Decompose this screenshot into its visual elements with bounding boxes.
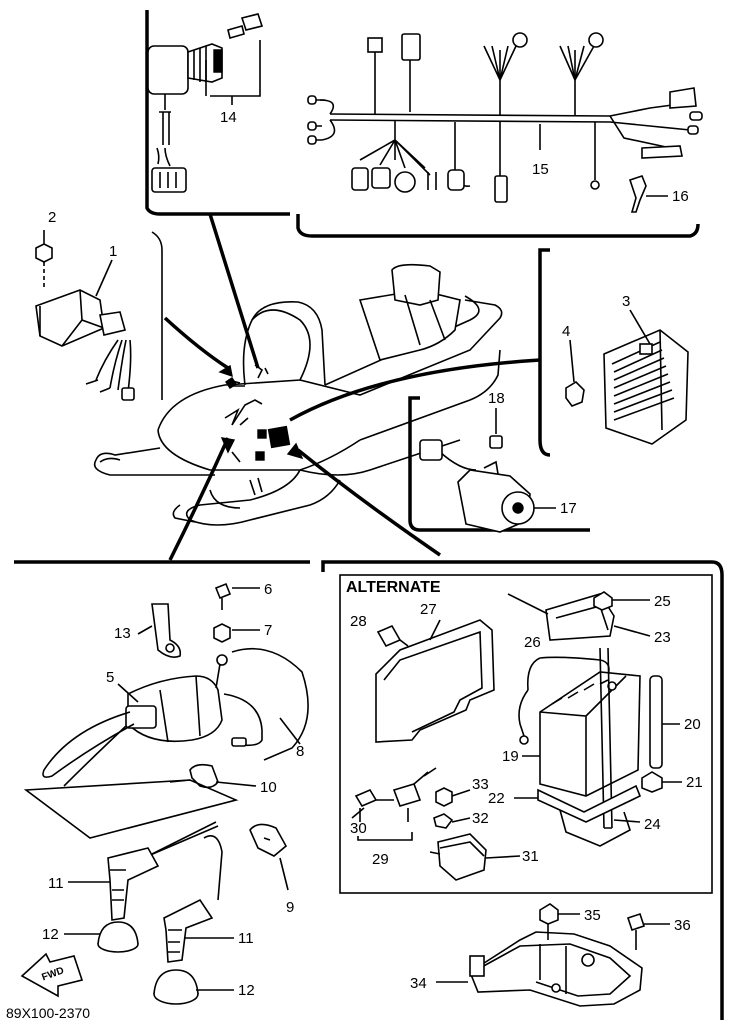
- alternate-title: ALTERNATE: [346, 579, 441, 596]
- callout-15: 15: [532, 161, 549, 178]
- frame-rectifier: [538, 248, 551, 457]
- callout-8: 8: [296, 743, 304, 760]
- nut-part-2: [35, 230, 53, 290]
- bolt-part-6: [214, 582, 260, 610]
- fuse-holder-part-30: [351, 767, 437, 841]
- callout-36: 36: [674, 917, 691, 934]
- starter-part-17: [419, 439, 556, 533]
- breather-pipe-part-20: [649, 675, 680, 769]
- callout-6: 6: [264, 581, 272, 598]
- nut-part-33: [435, 787, 471, 807]
- wire-harness-part-15: [307, 32, 703, 203]
- callout-18: 18: [488, 390, 505, 407]
- frame-alternate-box: [339, 574, 713, 894]
- grommet-part-21: [641, 771, 682, 793]
- callout-labels: 1 2 3 4 5 6 7 8 9 10 11 11 12 12 13 14 1…: [42, 109, 703, 999]
- plug-cap-part-11: [68, 821, 234, 963]
- section-leaders: [163, 213, 541, 561]
- callout-29: 29: [372, 851, 389, 868]
- callout-11a: 11: [48, 875, 64, 892]
- nut-part-7: [213, 623, 260, 643]
- cap-part-18: [489, 408, 503, 449]
- high-tension-cord-part-8: [223, 647, 309, 761]
- clamp-part-9: [249, 823, 289, 891]
- callout-26: 26: [524, 634, 541, 651]
- callout-32: 32: [472, 810, 489, 827]
- callout-33: 33: [472, 776, 489, 793]
- callout-13: 13: [114, 625, 131, 642]
- callout-16: 16: [672, 188, 689, 205]
- battery-tray-part-22: [514, 784, 642, 847]
- frame-cdi-unit: [151, 231, 163, 400]
- bolt-part-36: [626, 912, 670, 950]
- clamp-part-10: [189, 763, 257, 789]
- callout-20: 20: [684, 716, 701, 733]
- callout-30: 30: [350, 820, 367, 837]
- callout-19: 19: [502, 748, 519, 765]
- callout-12a: 12: [42, 926, 59, 943]
- callout-5: 5: [106, 669, 114, 686]
- cover-part-27: [375, 619, 495, 743]
- bracket-part-34: [436, 931, 643, 1007]
- callout-35: 35: [584, 907, 601, 924]
- rectifier-part-3: [603, 309, 689, 445]
- cdi-unit-part-1: [35, 259, 135, 401]
- rivet-part-28: [376, 624, 409, 648]
- bracket-part-13: [137, 603, 182, 658]
- frame-starter: [408, 396, 590, 532]
- frame-wire-harness: [296, 214, 700, 238]
- section-frames: [14, 10, 724, 1020]
- callout-23: 23: [654, 629, 671, 646]
- clip-part-16: [628, 175, 668, 213]
- frame-battery: [321, 560, 724, 1020]
- snowmobile-body: [93, 263, 503, 526]
- nut-part-35: [539, 903, 580, 940]
- fwd-arrow: FWD: [20, 952, 84, 998]
- dashed-bracket-box: [23, 779, 239, 839]
- callout-1: 1: [109, 243, 117, 260]
- callout-4: 4: [562, 323, 570, 340]
- callout-7: 7: [264, 622, 272, 639]
- callout-3: 3: [622, 293, 630, 310]
- callout-14: 14: [220, 109, 237, 126]
- plug-cap-rubber-part-12: [64, 921, 234, 1005]
- callout-27: 27: [420, 601, 437, 618]
- callout-9: 9: [286, 899, 294, 916]
- callout-22: 22: [488, 790, 505, 807]
- drawing-code: 89X100-2370: [6, 1005, 90, 1021]
- nut-part-32: [433, 813, 471, 829]
- callout-28: 28: [350, 613, 367, 630]
- bolt-part-25: [593, 591, 650, 611]
- callout-11b: 11: [238, 930, 254, 947]
- callout-17: 17: [560, 500, 577, 517]
- callout-34: 34: [410, 975, 427, 992]
- relay-part-31: [429, 833, 521, 881]
- callout-31: 31: [522, 848, 539, 865]
- callout-2: 2: [48, 209, 56, 226]
- nut-part-4: [565, 339, 585, 407]
- callout-10: 10: [260, 779, 277, 796]
- alternate-box-contents: ALTERNATE: [346, 579, 441, 596]
- ignition-coil-part-5: [42, 654, 228, 787]
- callout-25: 25: [654, 593, 671, 610]
- callout-24: 24: [644, 816, 661, 833]
- frame-main-switch: [145, 10, 290, 216]
- callout-21: 21: [686, 774, 703, 791]
- callout-12b: 12: [238, 982, 255, 999]
- battery-part-19: [522, 671, 641, 797]
- main-switch-part-14: [147, 13, 264, 193]
